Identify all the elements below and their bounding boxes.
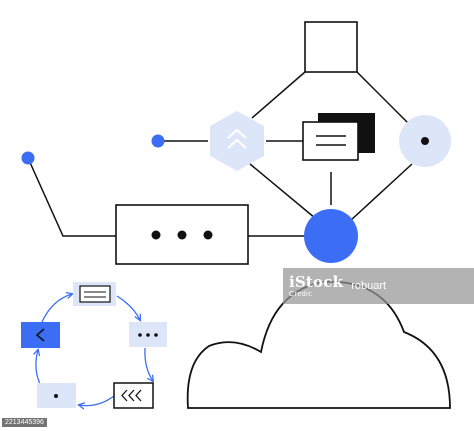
ellipsis-box <box>115 204 249 265</box>
hexagon-node <box>210 111 264 171</box>
target-node <box>399 115 451 167</box>
triple-chevron-left-icon <box>121 389 142 402</box>
stock-logo: iStock Credit: <box>289 272 344 298</box>
cycle-arrow <box>36 350 41 385</box>
connector-lines <box>27 71 413 237</box>
target-center-dot <box>421 137 429 145</box>
stock-logo-text: iStock <box>289 272 344 291</box>
ellipsis-dot <box>151 230 161 240</box>
ellipsis-dot <box>203 230 213 240</box>
cycle-dot-card <box>37 383 76 408</box>
chevron-left-icon <box>35 328 45 342</box>
cycle-arrow <box>116 295 140 320</box>
pin-to-dots-box-line <box>27 157 116 237</box>
cycle-rewind-card <box>113 382 154 409</box>
square-to-target-line <box>356 71 411 126</box>
central-hub <box>304 209 358 263</box>
stock-logo-subtext: Credit: <box>289 290 314 298</box>
cycle-arrow <box>144 347 153 381</box>
cycle-arrows <box>36 294 153 406</box>
cycle-arrow <box>79 395 115 406</box>
cycle-document-card <box>73 282 116 306</box>
cycle-arrow <box>41 294 72 323</box>
blue-pin-dot <box>21 151 35 165</box>
stock-watermark: iStock Credit: robuart <box>283 268 474 304</box>
blue-pin-dot <box>151 134 165 148</box>
hexagon-to-hub-line <box>249 163 316 219</box>
square-to-hexagon-line <box>251 71 306 119</box>
cycle-ellipsis-card <box>129 322 167 347</box>
ellipsis-dot <box>177 230 187 240</box>
double-chevron-up-icon <box>227 128 247 149</box>
stock-credit: robuart <box>351 280 387 292</box>
image-id-label: 2213445396 <box>2 418 47 427</box>
top-square <box>304 21 358 73</box>
stacked-documents-icon <box>302 113 375 161</box>
cycle-back-card <box>21 322 60 348</box>
target-to-hub-line <box>349 163 413 222</box>
cycle-diagram <box>21 282 167 408</box>
